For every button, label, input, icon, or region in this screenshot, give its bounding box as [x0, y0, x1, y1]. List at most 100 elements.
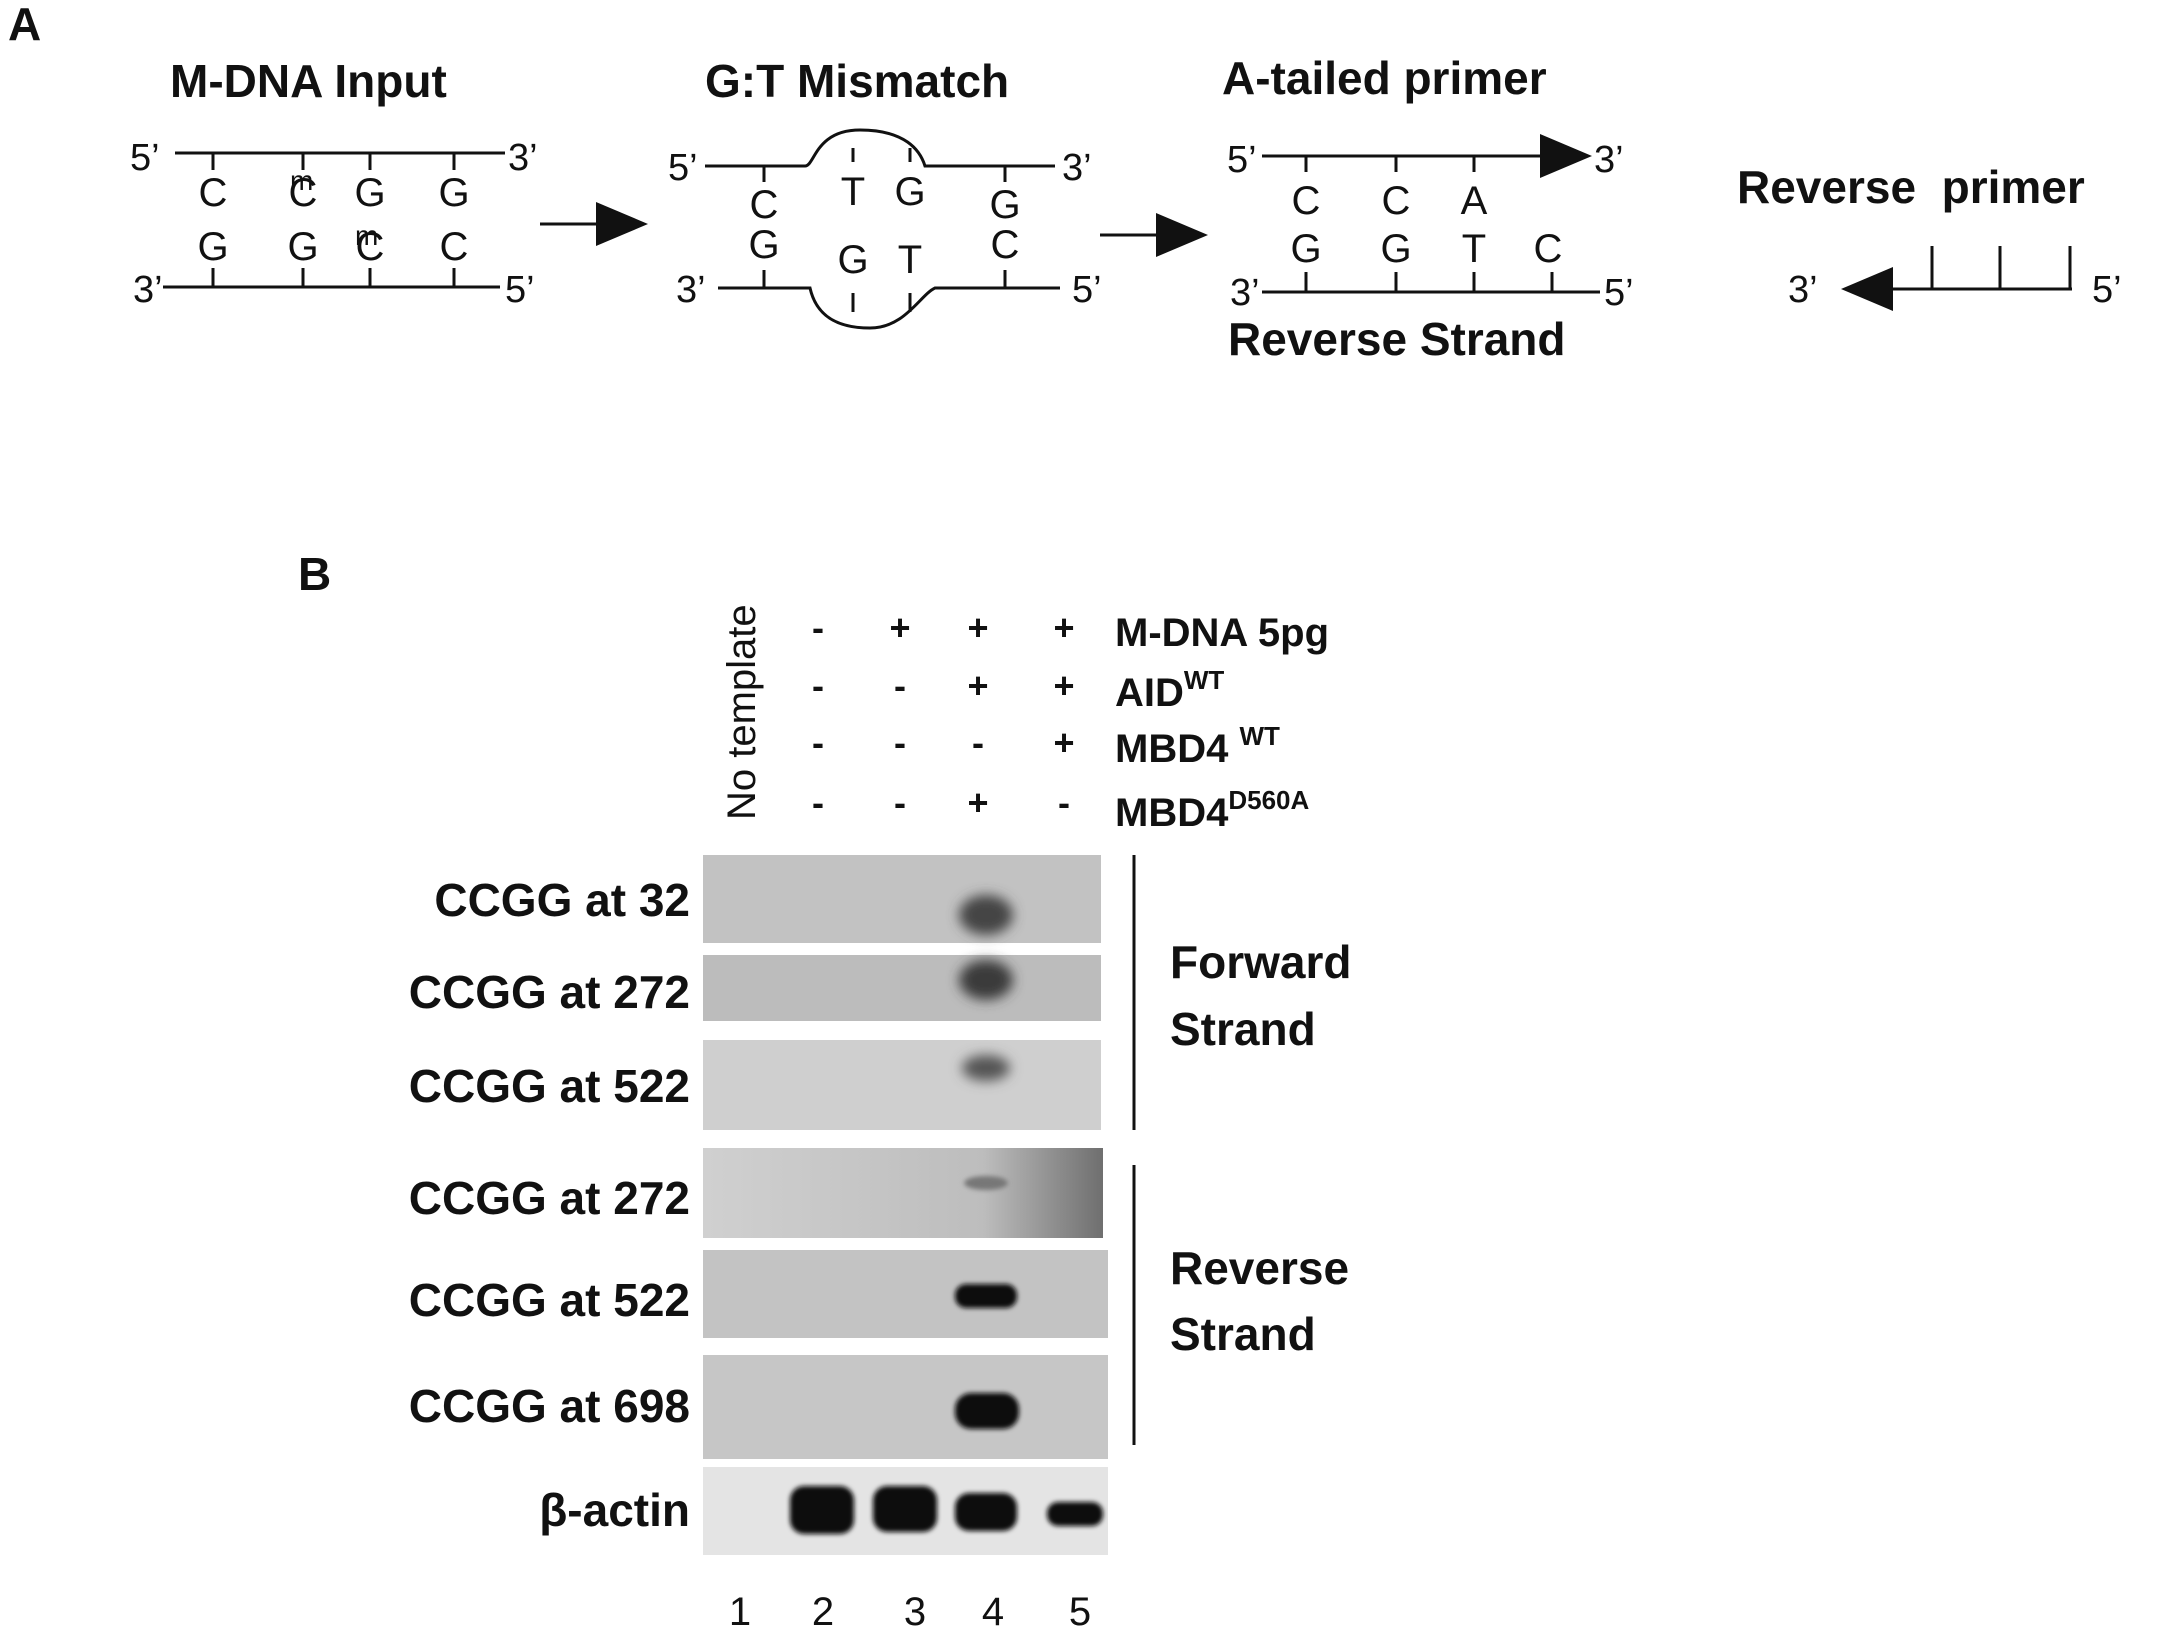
arrow-2 [1100, 213, 1208, 257]
step2-bot-base-4: C [991, 223, 1020, 267]
step2-top-base-4: G [989, 183, 1020, 227]
condition-labels: M-DNA 5pg AIDWT MBD4 WT MBD4D560A [1115, 611, 1329, 835]
step3-top-base-1: C [1292, 179, 1321, 223]
lane-header-no-template: No template [720, 604, 764, 820]
cond-mbd4wt-label: MBD4 [1115, 727, 1239, 771]
step1-top3: 3’ [508, 137, 538, 179]
lane-number-1: 1 [729, 1590, 751, 1631]
gel-strip-rev-522 [703, 1250, 1108, 1338]
panel-a-label: A [8, 0, 41, 50]
step1-ticks [211, 153, 456, 287]
step1-bot-base-2: G [287, 225, 318, 269]
lane-numbers: 1 2 3 4 5 [729, 1590, 1091, 1631]
band-fwd-32-lane4 [959, 895, 1013, 935]
step3-bot-base-4: C [1534, 227, 1563, 271]
step-mdna-input: M-DNA Input 5’ 3’ 3’ 5’ C m C G G G G m … [130, 55, 538, 311]
step2-top-base-3: G [894, 170, 925, 214]
sign-mbd4wt-lane4: - [972, 722, 984, 763]
step-reverse-primer: Reverse primer 3’ 5’ [1737, 161, 2122, 311]
sign-mdna-lane2: - [812, 607, 824, 648]
step2-top-base-2: T [841, 170, 865, 214]
step2-bot5: 5’ [1072, 269, 1102, 311]
step1-top-base-4: G [438, 171, 469, 215]
step4-end5: 5’ [2092, 269, 2122, 311]
group-forward-line1: Forward [1170, 936, 1351, 988]
step3-bot5: 5’ [1604, 272, 1634, 314]
step-a-tailed-primer: A-tailed primer 5’ 3’ 3’ 5’ C C A G G T … [1222, 52, 1634, 365]
cond-aid-sup: WT [1184, 665, 1225, 695]
step3-bot-base-2: G [1380, 227, 1411, 271]
cond-mbd4wt-row: MBD4 WT [1115, 721, 1280, 771]
step2-ticks [762, 148, 1007, 312]
step3-primer-arrowhead [1540, 134, 1592, 178]
step4-end3: 3’ [1788, 269, 1818, 311]
step2-bot-base-3: T [898, 238, 922, 282]
step1-meth-mark-2: m [355, 220, 378, 251]
sign-mbd4wt-lane5: + [1053, 722, 1074, 763]
step1-bot5: 5’ [505, 269, 535, 311]
lane-number-3: 3 [904, 1590, 926, 1631]
step2-bot-base-1: G [748, 223, 779, 267]
arrow-1 [540, 202, 648, 246]
step4-title: Reverse primer [1737, 161, 2085, 213]
strand-groups: Forward Strand Reverse Strand [1132, 855, 1351, 1445]
step3-top-base-2: C [1382, 179, 1411, 223]
sign-mbd4d560a-lane3: - [894, 782, 906, 823]
sign-mbd4d560a-lane4: + [967, 782, 988, 823]
step1-top5: 5’ [130, 137, 160, 179]
step4-arrowhead [1841, 267, 1893, 311]
step3-ticks [1304, 156, 1554, 292]
cond-aid-row: AIDWT [1115, 665, 1224, 715]
band-rev-272-lane4 [964, 1176, 1008, 1190]
group-reverse-line1: Reverse [1170, 1242, 1349, 1294]
lane-number-2: 2 [812, 1590, 834, 1631]
step2-bot3: 3’ [676, 269, 706, 311]
gel-strip-rev-698 [703, 1355, 1108, 1459]
sign-mdna-lane5: + [1053, 607, 1074, 648]
band-fwd-272-lane4 [959, 960, 1013, 1000]
step2-top-strand [705, 128, 1055, 168]
panel-b-label: B [298, 548, 331, 600]
step2-top3: 3’ [1062, 147, 1092, 189]
sign-mbd4d560a-lane2: - [812, 782, 824, 823]
step3-subtitle: Reverse Strand [1228, 313, 1566, 365]
band-actin-lane3 [873, 1486, 937, 1532]
band-actin-lane4 [955, 1493, 1017, 1531]
sign-mdna-lane4: + [967, 607, 988, 648]
step4-ticks [1930, 246, 2072, 289]
cond-aid-label: AID [1115, 671, 1184, 715]
lane-number-5: 5 [1069, 1590, 1091, 1631]
gel-strip-fwd-32 [703, 855, 1101, 943]
step3-top-base-3: A [1461, 179, 1488, 223]
sign-aid-lane3: - [894, 665, 906, 706]
gel-strip-rev-272 [703, 1148, 1103, 1238]
condition-signs: - + + + - - + + - - - + - - + - [812, 607, 1075, 823]
sign-mbd4wt-lane2: - [812, 722, 824, 763]
step1-bot-base-1: G [197, 225, 228, 269]
group-forward-line2: Strand [1170, 1003, 1316, 1055]
gel-strips [703, 855, 1108, 1555]
step2-bot-base-2: G [837, 238, 868, 282]
row-label-fwd-522: CCGG at 522 [409, 1060, 690, 1112]
step2-bottom-strand [718, 286, 1060, 330]
gel-strip-fwd-272 [703, 955, 1101, 1021]
step1-meth-mark-1: m [290, 165, 313, 196]
step3-top3: 3’ [1594, 139, 1624, 181]
band-rev-698-lane4 [955, 1393, 1019, 1429]
row-label-rev-698: CCGG at 698 [409, 1380, 690, 1432]
step3-bot3: 3’ [1230, 272, 1260, 314]
step1-top-base-2: C [289, 171, 318, 215]
step3-bot-base-3: T [1462, 227, 1486, 271]
row-label-fwd-272: CCGG at 272 [409, 966, 690, 1018]
step2-title: G:T Mismatch [705, 55, 1009, 107]
sign-aid-lane2: - [812, 665, 824, 706]
step1-bot-base-3: C [356, 225, 385, 269]
cond-mbd4d560a-label: MBD4 [1115, 791, 1229, 835]
step1-top-base-1: C [199, 171, 228, 215]
step2-top-base-1: C [750, 183, 779, 227]
row-label-fwd-32: CCGG at 32 [434, 874, 690, 926]
gel-strip-fwd-522 [703, 1040, 1101, 1130]
row-labels: CCGG at 32 CCGG at 272 CCGG at 522 CCGG … [409, 874, 690, 1536]
step3-title: A-tailed primer [1222, 52, 1547, 104]
